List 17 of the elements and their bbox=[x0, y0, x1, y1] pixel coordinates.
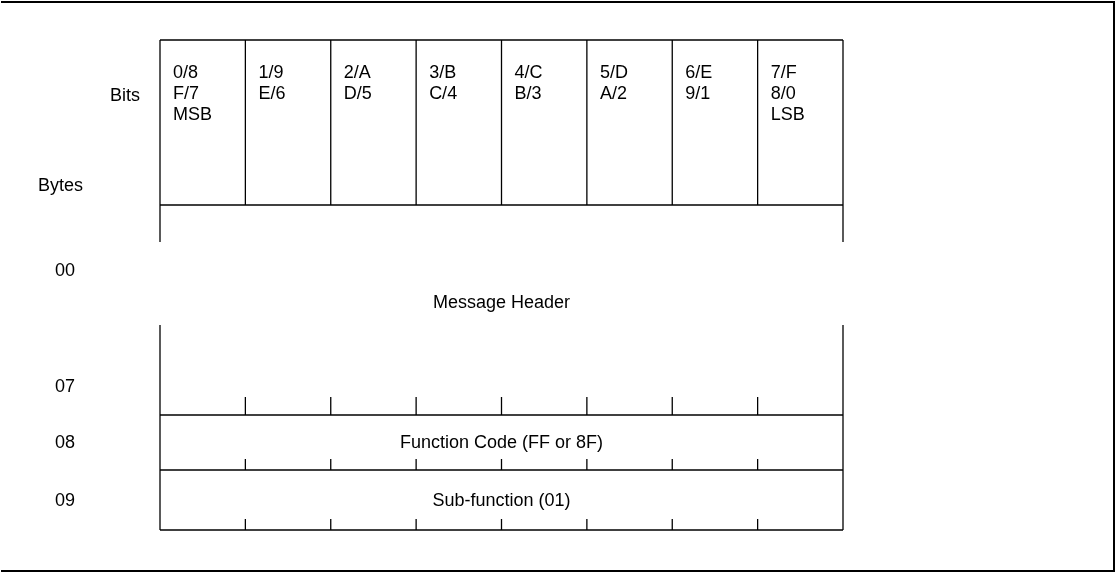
field-label: Function Code (FF or 8F) bbox=[399, 432, 604, 453]
bit-label: 0/8 F/7 MSB bbox=[173, 62, 213, 125]
bit-label: 2/A D/5 bbox=[343, 62, 373, 104]
bit-label: 3/B C/4 bbox=[429, 62, 459, 104]
byte-number: 08 bbox=[55, 432, 76, 453]
field-label: Message Header bbox=[432, 292, 571, 313]
bit-label: 6/E 9/1 bbox=[685, 62, 714, 104]
bit-label: 5/D A/2 bbox=[599, 62, 629, 104]
byte-number: 07 bbox=[55, 376, 76, 397]
bit-label: 1/9 E/6 bbox=[258, 62, 287, 104]
row-label: Bits bbox=[110, 85, 140, 106]
bit-label: 7/F 8/0 LSB bbox=[770, 62, 806, 125]
byte-number: 09 bbox=[55, 490, 76, 511]
row-label: Bytes bbox=[38, 175, 84, 196]
field-label: Sub-function (01) bbox=[432, 490, 571, 511]
byte-number: 00 bbox=[55, 260, 76, 281]
bit-label: 4/C B/3 bbox=[514, 62, 544, 104]
